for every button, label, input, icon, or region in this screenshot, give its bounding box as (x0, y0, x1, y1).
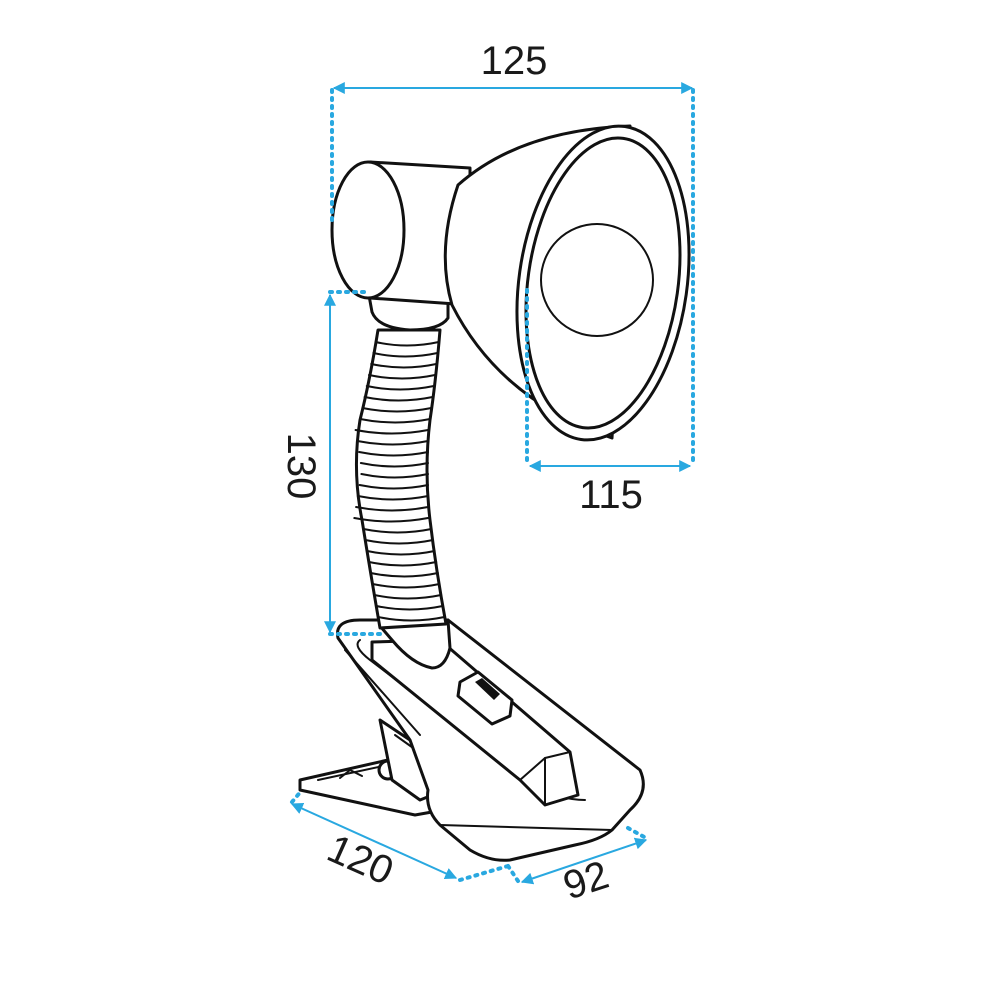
label-neck-height: 130 (279, 433, 323, 500)
dimension-shade-length: 125 (330, 39, 695, 467)
gooseneck-coil-ring (368, 561, 438, 567)
gooseneck-coil-ring (363, 396, 434, 402)
gooseneck-coil-ring (354, 429, 429, 435)
gooseneck-coils (353, 341, 446, 622)
flexible-gooseneck (353, 328, 448, 630)
lamp-shade (443, 124, 691, 442)
gooseneck-coil-ring (359, 462, 429, 468)
gooseneck-coil-ring (353, 517, 429, 523)
gooseneck-coil-ring (374, 341, 440, 347)
gooseneck-coil-ring (359, 418, 432, 424)
dimension-shade-opening: 115 (525, 288, 692, 517)
gooseneck-coil-ring (358, 451, 429, 457)
gooseneck-coil-ring (369, 572, 439, 578)
gooseneck-coil-ring (370, 363, 438, 369)
label-shade-opening: 115 (579, 473, 643, 517)
lamp-head-cylinder (330, 160, 472, 307)
gooseneck-coil-ring (372, 352, 439, 358)
gooseneck-coil-ring (366, 550, 436, 556)
gooseneck-coil-ring (361, 407, 433, 413)
gooseneck-coil-ring (365, 385, 435, 391)
gooseneck-coil-ring (375, 605, 444, 611)
gooseneck-coil-ring (360, 473, 429, 479)
gooseneck-coil-ring (355, 506, 429, 512)
gooseneck-coil-ring (358, 484, 429, 490)
gooseneck-coil-ring (356, 495, 429, 501)
gooseneck-coil-ring (362, 528, 433, 534)
label-base-length: 120 (321, 826, 400, 893)
neck-base-collar (378, 618, 452, 670)
gooseneck-coil-ring (373, 594, 443, 600)
label-shade-length: 125 (481, 39, 548, 83)
gooseneck-coil-ring (364, 539, 434, 545)
gooseneck-coil-ring (371, 583, 441, 589)
gooseneck-coil-ring (368, 374, 436, 380)
rocker-switch (456, 670, 514, 726)
dimension-neck-height: 130 (279, 290, 387, 636)
clip-lamp-drawing (298, 124, 691, 862)
gooseneck-coil-ring (377, 616, 446, 622)
gooseneck-coil-ring (356, 440, 429, 446)
label-base-width: 92 (558, 853, 614, 909)
